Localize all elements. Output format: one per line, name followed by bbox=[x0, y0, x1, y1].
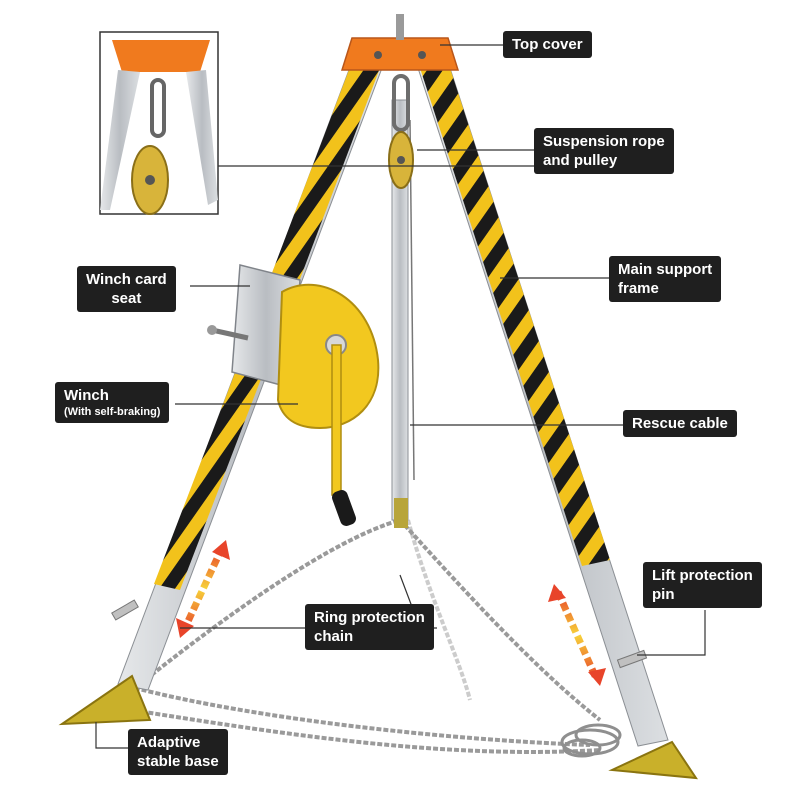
label-ring-chain-line-2: chain bbox=[314, 628, 354, 645]
label-ring-chain-line-1: Ring protection bbox=[314, 609, 425, 626]
label-base-line-2: stable base bbox=[137, 753, 219, 770]
label-lift-pin-line-1: Lift protection bbox=[652, 567, 753, 584]
label-winch-seat-line-2: seat bbox=[111, 290, 142, 307]
label-adaptive-stable-base: Adaptive stable base bbox=[128, 729, 228, 775]
label-winch-note: (With self-braking) bbox=[64, 406, 161, 418]
adaptive-stable-base-left bbox=[58, 674, 152, 726]
label-rescue-cable: Rescue cable bbox=[623, 410, 737, 437]
rescue-cable bbox=[391, 99, 415, 528]
ring-protection-chain bbox=[99, 518, 602, 754]
label-rescue-cable-text: Rescue cable bbox=[632, 415, 728, 432]
label-main-support-frame: Main support frame bbox=[609, 256, 722, 302]
label-ring-protection-chain: Ring protection chain bbox=[305, 604, 434, 650]
label-top-cover-text: Top cover bbox=[512, 36, 583, 53]
label-main-frame-line-2: frame bbox=[618, 280, 659, 297]
label-main-frame-line-1: Main support bbox=[618, 261, 713, 278]
label-winch-card-seat: Winch card seat bbox=[77, 266, 176, 312]
chain-pile bbox=[560, 723, 622, 758]
adaptive-stable-base-right bbox=[608, 740, 698, 780]
top-cover bbox=[340, 37, 460, 71]
suspension-pulley bbox=[388, 74, 414, 189]
label-lift-protection-pin: Lift protection pin bbox=[643, 562, 762, 608]
label-winch-seat-line-1: Winch card bbox=[86, 271, 167, 288]
label-suspension-rope-pulley: Suspension rope and pulley bbox=[534, 128, 674, 174]
label-top-cover: Top cover bbox=[503, 31, 592, 58]
label-lift-pin-line-2: pin bbox=[652, 586, 675, 603]
label-winch-title: Winch bbox=[64, 387, 109, 404]
label-suspension-line-2: and pulley bbox=[543, 152, 618, 169]
winch bbox=[276, 283, 380, 526]
label-base-line-1: Adaptive bbox=[137, 734, 201, 751]
leader-lines bbox=[95, 44, 706, 749]
inset-detail bbox=[99, 31, 219, 215]
adjust-arrow-right bbox=[548, 584, 606, 686]
label-winch: Winch (With self-braking) bbox=[55, 382, 170, 423]
label-suspension-line-1: Suspension rope bbox=[543, 133, 665, 150]
